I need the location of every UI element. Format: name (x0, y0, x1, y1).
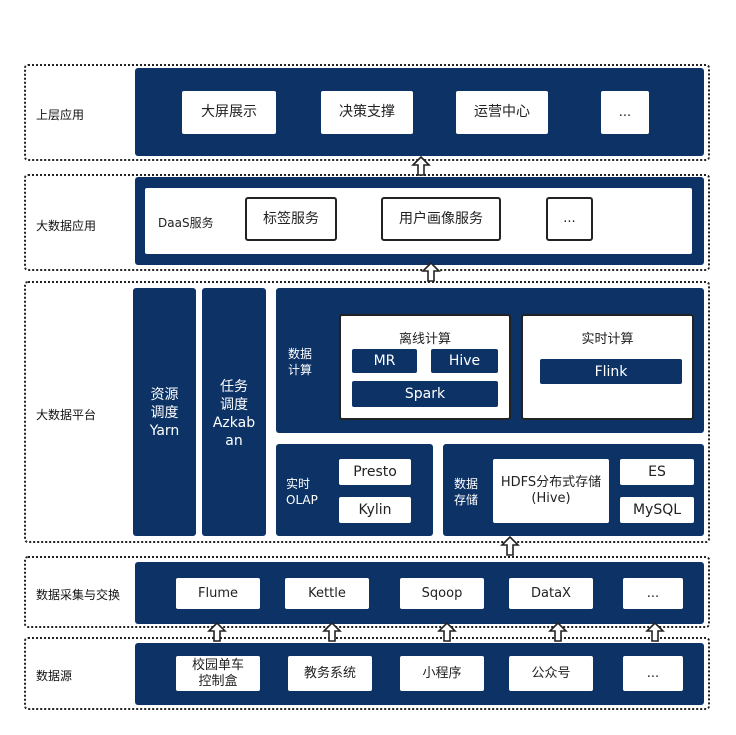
flink-box: Flink (540, 359, 682, 384)
layer-label-bigdata-app: 大数据应用 (36, 219, 97, 233)
up-arrow-icon (500, 536, 520, 556)
layer-data-collection (24, 556, 710, 628)
app-decision-support: 决策支撑 (321, 91, 413, 134)
up-arrow-icon (421, 262, 441, 282)
es-box: ES (620, 459, 694, 485)
hive-box: Hive (431, 349, 498, 373)
task-scheduling-text: 任务 调度 Azkab an (212, 379, 256, 449)
app-operation-center: 运营中心 (456, 91, 548, 134)
up-arrow-icon (645, 622, 665, 642)
mini-program-box: 小程序 (400, 656, 484, 691)
layer-bigdata-platform (24, 281, 710, 543)
layer-label-platform: 大数据平台 (36, 408, 97, 422)
resource-scheduling-text: 资源 调度 Yarn (149, 387, 180, 439)
hdfs-text: HDFS分布式存储(Hive) (500, 475, 602, 506)
layer-label-top: 上层应用 (36, 108, 85, 122)
presto-box: Presto (339, 459, 411, 485)
up-arrow-icon (548, 622, 568, 642)
task-scheduling-panel (202, 288, 266, 536)
up-arrow-icon (437, 622, 457, 642)
bike-controller-box: 校园单车控制盒 (176, 656, 260, 691)
mysql-box: MySQL (620, 497, 694, 523)
up-arrow-icon (207, 622, 227, 642)
realtime-compute-title: 实时计算 (581, 332, 634, 347)
layer-top-application (24, 64, 710, 161)
official-account-box: 公众号 (509, 656, 593, 691)
layer-label-source: 数据源 (36, 669, 73, 683)
datax-box: DataX (509, 578, 593, 609)
layer-bigdata-application (24, 174, 710, 271)
collection-more-box: ... (623, 578, 683, 609)
daas-label: DaaS服务 (158, 216, 214, 230)
up-arrow-icon (322, 622, 342, 642)
resource-scheduling-panel (133, 288, 196, 536)
hdfs-box: HDFS分布式存储(Hive) (493, 459, 609, 523)
app-more: ... (601, 91, 649, 134)
sqoop-box: Sqoop (400, 578, 484, 609)
layer-data-source (24, 637, 710, 710)
layer-label-collection: 数据采集与交换 (36, 588, 121, 602)
bigdata-app-more: ... (546, 197, 593, 241)
tag-service: 标签服务 (245, 197, 337, 241)
user-profile-service: 用户画像服务 (381, 197, 501, 241)
spark-box: Spark (352, 381, 498, 407)
up-arrow-icon (411, 156, 431, 176)
source-more-box: ... (623, 656, 683, 691)
flume-box: Flume (176, 578, 260, 609)
kylin-box: Kylin (339, 497, 411, 523)
academic-system-box: 教务系统 (288, 656, 372, 691)
app-big-screen: 大屏展示 (182, 91, 276, 134)
data-compute-label: 数据 计算 (288, 347, 313, 377)
offline-compute-title: 离线计算 (398, 332, 451, 347)
mr-box: MR (352, 349, 417, 373)
data-storage-label: 数据 存储 (454, 477, 479, 507)
kettle-box: Kettle (285, 578, 369, 609)
bike-controller-text: 校园单车控制盒 (191, 657, 244, 689)
olap-label: 实时 OLAP (286, 477, 318, 507)
